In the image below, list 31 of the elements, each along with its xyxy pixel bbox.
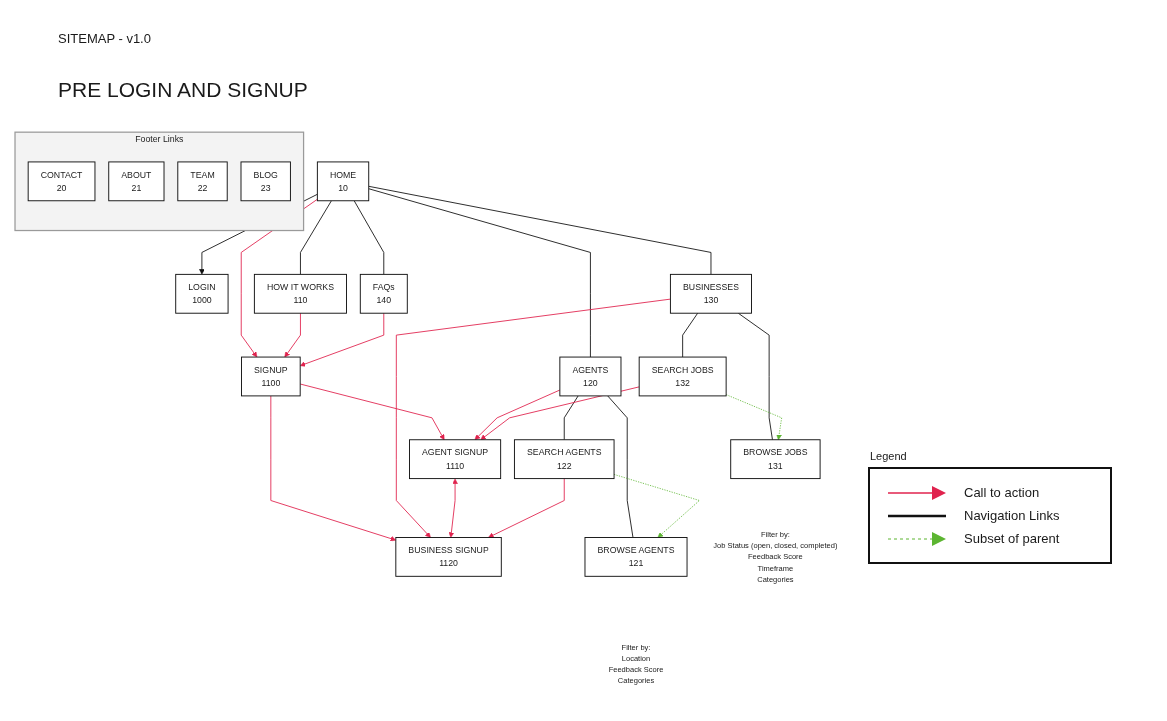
connector <box>368 185 712 275</box>
node-box: HOW IT WORKS 110 <box>253 273 347 314</box>
legend-text: Call to action <box>964 485 1040 500</box>
connector <box>607 395 634 538</box>
node-box: AGENTS 120 <box>559 356 622 397</box>
connector <box>682 312 699 358</box>
node-box: BROWSE JOBS 131 <box>730 439 821 480</box>
node-box: TEAM 22 <box>177 161 228 202</box>
node-box: BUSINESS SIGNUP 1120 <box>395 537 502 577</box>
connector <box>737 312 773 441</box>
legend-text: Navigation Links <box>964 508 1060 523</box>
connector <box>563 395 579 441</box>
node-box: FAQs 140 <box>359 273 408 314</box>
node-box: SEARCH AGENTS 122 <box>513 439 615 480</box>
node-box: ABOUT 21 <box>108 161 165 202</box>
node-box: SIGNUP 1100 <box>241 356 301 397</box>
legend-text: Subset of parent <box>964 531 1060 546</box>
node-box: LOGIN 1000 <box>175 273 229 314</box>
connector <box>300 200 332 275</box>
legend-heading: Legend <box>870 450 907 462</box>
node-box: HOME 10 <box>316 161 370 202</box>
node-box: BROWSE AGENTS 121 <box>584 537 688 577</box>
node-box: CONTACT 20 <box>27 161 96 202</box>
page-title: PRE LOGIN AND SIGNUP <box>58 78 308 102</box>
node-box: AGENT SIGNUP 1110 <box>409 439 502 480</box>
page-label: SITEMAP - v1.0 <box>58 31 151 46</box>
connector <box>353 200 385 275</box>
node-box: SEARCH JOBS 132 <box>638 356 727 397</box>
connector <box>368 188 591 358</box>
node-box: BLOG 23 <box>240 161 291 202</box>
node-box: BUSINESSES 130 <box>669 273 752 314</box>
